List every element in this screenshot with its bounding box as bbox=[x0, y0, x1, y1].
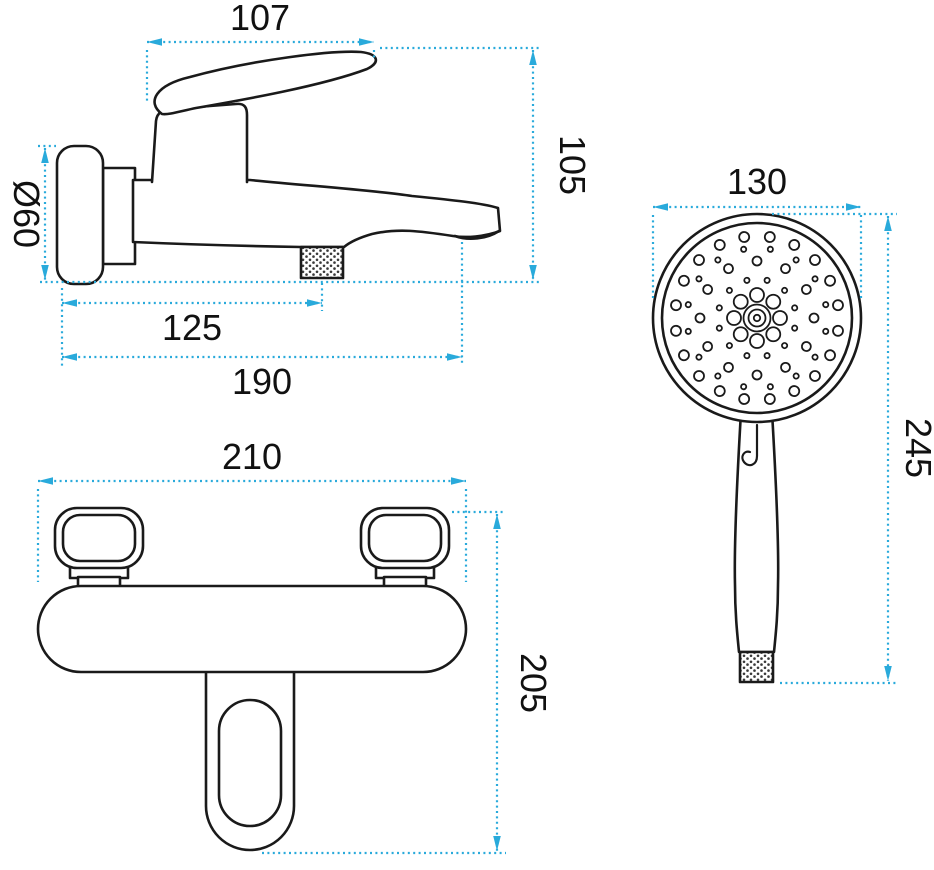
center-dot bbox=[752, 313, 762, 323]
dim-escutcheon-diameter: Ø60 bbox=[6, 144, 56, 280]
hand-shower-view bbox=[651, 212, 863, 684]
right-escutcheon-inner bbox=[367, 513, 443, 563]
dim-label-handle-length: 107 bbox=[230, 0, 290, 38]
mixer-body-spout bbox=[131, 178, 502, 249]
dim-front-height: 205 bbox=[262, 510, 554, 855]
dim-spout-reach: 190 bbox=[62, 242, 464, 402]
dim-label-head-diameter: 130 bbox=[727, 161, 787, 202]
dim-head-diameter: 130 bbox=[651, 161, 863, 300]
dim-label-shower-length: 245 bbox=[898, 418, 934, 478]
wall-escutcheon bbox=[55, 144, 105, 286]
left-escutcheon-inner bbox=[61, 513, 137, 563]
extension-lines bbox=[262, 510, 506, 855]
front-body bbox=[36, 584, 468, 674]
extension-lines bbox=[145, 50, 376, 104]
right-escutcheon bbox=[359, 506, 451, 570]
cartridge-housing bbox=[150, 102, 249, 184]
shower-handle-thread bbox=[738, 650, 775, 684]
dim-label-overall-width: 210 bbox=[222, 436, 282, 477]
dim-overall-height: 105 bbox=[40, 46, 593, 284]
extension-lines bbox=[772, 212, 897, 685]
dim-label-escutcheon-diameter: Ø60 bbox=[6, 180, 47, 248]
center-ring bbox=[742, 303, 772, 333]
hand-shower-dimensions: 130 245 bbox=[651, 161, 934, 685]
shower-head-face bbox=[660, 221, 854, 415]
nozzle-pattern bbox=[669, 230, 845, 406]
extension-lines bbox=[40, 46, 541, 284]
dim-outlet-offset: 125 bbox=[60, 283, 324, 368]
extension-lines bbox=[36, 489, 468, 582]
mixer-side-view bbox=[55, 50, 502, 286]
left-escutcheon bbox=[53, 506, 145, 570]
dim-label-spout-reach: 190 bbox=[232, 361, 292, 402]
dim-overall-width: 210 bbox=[36, 436, 468, 582]
dim-label-front-height: 205 bbox=[513, 653, 554, 713]
shower-outlet-thread bbox=[299, 245, 345, 280]
mixer-front-view bbox=[36, 506, 468, 852]
front-lever-inner bbox=[217, 698, 283, 828]
dim-label-outlet-offset: 125 bbox=[162, 307, 222, 348]
wall-connector bbox=[101, 166, 137, 266]
mixer-front-dimensions: 210 205 bbox=[36, 436, 554, 855]
aerator-line bbox=[453, 229, 501, 241]
dim-label-overall-height: 105 bbox=[552, 135, 593, 195]
dim-shower-length: 245 bbox=[772, 212, 934, 685]
extension-lines bbox=[651, 215, 863, 300]
dim-handle-length: 107 bbox=[145, 0, 376, 104]
hanging-hook bbox=[741, 423, 759, 467]
mixer-side-dimensions: 107 105 Ø60 125 190 bbox=[6, 0, 593, 402]
lever-handle bbox=[153, 50, 378, 116]
